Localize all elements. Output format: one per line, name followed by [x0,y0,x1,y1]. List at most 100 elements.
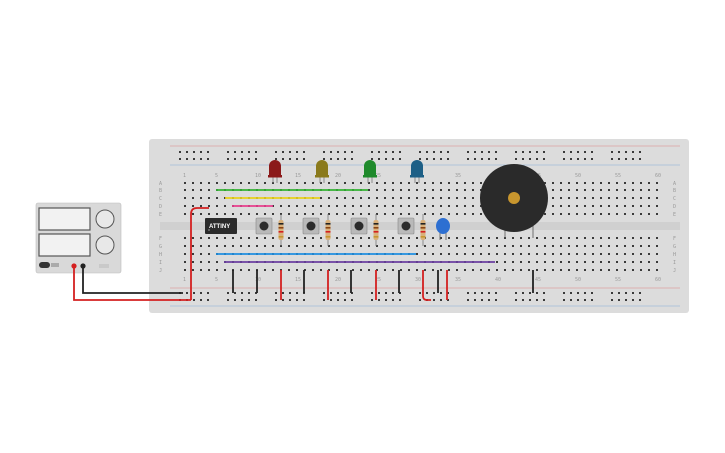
breadboard-hole[interactable] [608,261,610,263]
rail-hole[interactable] [179,151,181,153]
breadboard-hole[interactable] [504,245,506,247]
breadboard-hole[interactable] [560,261,562,263]
rail-hole[interactable] [303,151,305,153]
breadboard-hole[interactable] [584,213,586,215]
breadboard-hole[interactable] [408,197,410,199]
breadboard-hole[interactable] [608,189,610,191]
breadboard-hole[interactable] [456,205,458,207]
breadboard-hole[interactable] [216,205,218,207]
rail-hole[interactable] [399,299,401,301]
breadboard-hole[interactable] [440,197,442,199]
breadboard-hole[interactable] [520,261,522,263]
breadboard-hole[interactable] [560,269,562,271]
breadboard-hole[interactable] [264,245,266,247]
breadboard-hole[interactable] [320,237,322,239]
breadboard-hole[interactable] [344,197,346,199]
breadboard-hole[interactable] [328,213,330,215]
breadboard-hole[interactable] [632,261,634,263]
breadboard-hole[interactable] [312,213,314,215]
rail-hole[interactable] [632,158,634,160]
breadboard-hole[interactable] [648,197,650,199]
breadboard-hole[interactable] [576,269,578,271]
breadboard-hole[interactable] [584,189,586,191]
power-switch[interactable] [39,262,50,268]
breadboard-hole[interactable] [592,213,594,215]
rail-hole[interactable] [481,151,483,153]
rail-hole[interactable] [419,292,421,294]
breadboard-hole[interactable] [600,189,602,191]
breadboard-hole[interactable] [304,182,306,184]
rail-hole[interactable] [591,292,593,294]
breadboard-hole[interactable] [464,197,466,199]
breadboard-hole[interactable] [560,189,562,191]
breadboard-hole[interactable] [656,189,658,191]
breadboard-hole[interactable] [416,245,418,247]
breadboard-hole[interactable] [224,205,226,207]
rail-hole[interactable] [296,151,298,153]
breadboard-hole[interactable] [528,261,530,263]
rail-hole[interactable] [474,151,476,153]
breadboard-hole[interactable] [448,237,450,239]
breadboard-hole[interactable] [608,182,610,184]
breadboard-hole[interactable] [648,269,650,271]
breadboard-hole[interactable] [520,237,522,239]
breadboard-hole[interactable] [392,182,394,184]
rail-hole[interactable] [282,292,284,294]
breadboard-hole[interactable] [544,253,546,255]
breadboard-hole[interactable] [216,197,218,199]
breadboard-hole[interactable] [456,237,458,239]
breadboard-hole[interactable] [432,182,434,184]
breadboard-hole[interactable] [376,189,378,191]
breadboard-hole[interactable] [520,269,522,271]
rail-hole[interactable] [632,151,634,153]
breadboard-hole[interactable] [608,205,610,207]
breadboard-hole[interactable] [216,213,218,215]
breadboard-hole[interactable] [600,269,602,271]
breadboard-hole[interactable] [568,245,570,247]
rail-hole[interactable] [296,299,298,301]
breadboard-hole[interactable] [592,205,594,207]
breadboard-hole[interactable] [456,269,458,271]
rail-hole[interactable] [289,158,291,160]
breadboard-hole[interactable] [520,245,522,247]
rail-hole[interactable] [193,292,195,294]
breadboard-hole[interactable] [608,237,610,239]
rail-hole[interactable] [227,299,229,301]
breadboard-hole[interactable] [600,253,602,255]
breadboard-hole[interactable] [192,213,194,215]
rail-hole[interactable] [282,299,284,301]
breadboard-hole[interactable] [288,245,290,247]
breadboard-hole[interactable] [208,197,210,199]
breadboard-hole[interactable] [328,205,330,207]
rail-hole[interactable] [207,158,209,160]
breadboard-hole[interactable] [552,197,554,199]
breadboard-hole[interactable] [568,182,570,184]
breadboard-hole[interactable] [272,237,274,239]
resistor-icon[interactable] [325,214,331,246]
breadboard-hole[interactable] [624,189,626,191]
breadboard-hole[interactable] [640,213,642,215]
chip-body[interactable] [205,218,237,234]
breadboard-hole[interactable] [256,182,258,184]
breadboard-hole[interactable] [536,269,538,271]
breadboard-hole[interactable] [344,269,346,271]
breadboard-hole[interactable] [352,197,354,199]
breadboard-hole[interactable] [600,261,602,263]
breadboard-hole[interactable] [624,261,626,263]
breadboard-hole[interactable] [208,205,210,207]
breadboard-hole[interactable] [584,261,586,263]
breadboard-hole[interactable] [304,213,306,215]
rail-hole[interactable] [570,299,572,301]
breadboard-hole[interactable] [312,205,314,207]
breadboard-hole[interactable] [592,253,594,255]
breadboard-hole[interactable] [320,182,322,184]
rail-hole[interactable] [639,151,641,153]
breadboard-hole[interactable] [312,237,314,239]
breadboard-hole[interactable] [600,213,602,215]
breadboard-hole[interactable] [600,205,602,207]
breadboard-hole[interactable] [648,205,650,207]
breadboard-hole[interactable] [536,245,538,247]
rail-hole[interactable] [577,158,579,160]
breadboard-hole[interactable] [352,269,354,271]
breadboard-hole[interactable] [432,237,434,239]
